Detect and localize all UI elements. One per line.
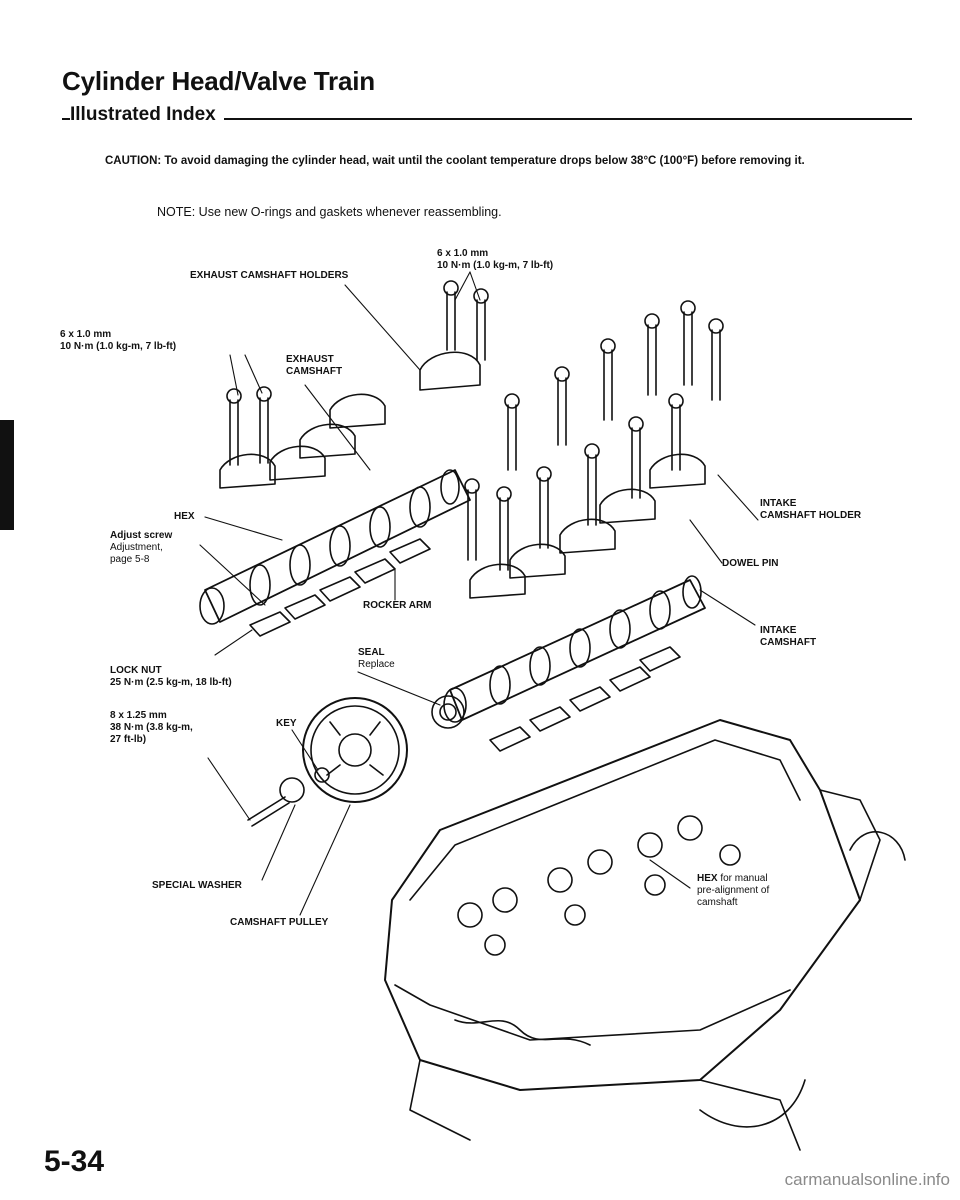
watermark: carmanualsonline.info xyxy=(784,1170,950,1189)
heading-rule xyxy=(62,118,912,120)
callout-lock-nut: LOCK NUT 25 N·m (2.5 kg-m, 18 lb-ft) xyxy=(110,665,232,689)
callout-bolt-left-size: 6 x 1.0 mm xyxy=(60,329,112,340)
callout-lock-nut-l1: LOCK NUT xyxy=(110,665,162,676)
page-number: 5-34 xyxy=(44,1145,105,1178)
camshaft-holders-illustration xyxy=(219,351,706,599)
section-subtitle: Illustrated Index xyxy=(70,104,224,126)
callout-hex-manual-l2: pre-alignment of xyxy=(697,885,770,896)
callout-seal-l1: SEAL xyxy=(358,647,385,658)
leader-lines xyxy=(199,271,759,916)
callout-hex-text: HEX xyxy=(174,511,195,522)
callout-hex-manual-bold: HEX xyxy=(697,873,718,884)
callout-hex-manual: HEX for manual pre-alignment of camshaft xyxy=(697,873,769,909)
callout-dowel-pin: DOWEL PIN xyxy=(722,558,778,570)
callout-intake-camshaft: INTAKE CAMSHAFT xyxy=(760,625,816,649)
callout-intake-camshaft-l1: INTAKE xyxy=(760,625,797,636)
callout-exhaust-camshaft-l2: CAMSHAFT xyxy=(286,366,343,377)
callout-adjust-screw: Adjust screw Adjustment, page 5-8 xyxy=(110,530,172,566)
callout-special-washer: SPECIAL WASHER xyxy=(152,880,242,892)
callout-pulley-bolt-l3: 27 ft-lb) xyxy=(110,734,147,745)
section-tab-marker xyxy=(0,420,14,530)
callout-seal-l2: Replace xyxy=(358,659,395,670)
callout-rocker-arm-text: ROCKER ARM xyxy=(363,600,432,611)
callout-hex: HEX xyxy=(174,511,195,523)
cylinder-head-illustration xyxy=(384,719,906,1151)
callout-exhaust-camshaft: EXHAUST CAMSHAFT xyxy=(286,354,342,378)
callout-hex-manual-l1: HEX for manual xyxy=(697,873,769,885)
callout-pulley-bolt: 8 x 1.25 mm 38 N·m (3.8 kg-m, 27 ft-lb) xyxy=(110,710,193,746)
callout-lock-nut-l2: 25 N·m (2.5 kg-m, 18 lb-ft) xyxy=(110,677,232,688)
camshaft-pulley-illustration xyxy=(247,695,465,827)
note-text: NOTE: Use new O-rings and gaskets whenev… xyxy=(157,205,502,219)
callout-bolt-top-size: 6 x 1.0 mm xyxy=(437,248,489,259)
callout-adjust-screw-l2: Adjustment, xyxy=(110,542,163,553)
bolts-illustration xyxy=(226,280,724,571)
callout-key-text: KEY xyxy=(276,718,297,729)
callout-bolt-left: 6 x 1.0 mm 10 N·m (1.0 kg-m, 7 lb-ft) xyxy=(60,329,176,353)
callout-intake-camshaft-l2: CAMSHAFT xyxy=(760,637,817,648)
callout-pulley-bolt-l1: 8 x 1.25 mm xyxy=(110,710,167,721)
callout-intake-holder-l2: CAMSHAFT HOLDER xyxy=(760,510,862,521)
exhaust-camshaft-illustration xyxy=(199,469,471,625)
caution-notice: CAUTION: To avoid damaging the cylinder … xyxy=(105,154,905,169)
callout-camshaft-pulley-text: CAMSHAFT PULLEY xyxy=(230,917,329,928)
caution-text: To avoid damaging the cylinder head, wai… xyxy=(164,155,805,167)
callout-special-washer-text: SPECIAL WASHER xyxy=(152,880,242,891)
callout-hex-manual-l3: camshaft xyxy=(697,897,738,908)
callout-dowel-pin-text: DOWEL PIN xyxy=(722,558,779,569)
rocker-arms-illustration xyxy=(249,538,681,752)
callout-rocker-arm: ROCKER ARM xyxy=(363,600,432,612)
callout-pulley-bolt-l2: 38 N·m (3.8 kg-m, xyxy=(110,722,193,733)
intake-camshaft-illustration xyxy=(443,575,706,723)
callout-intake-holder: INTAKE CAMSHAFT HOLDER xyxy=(760,498,861,522)
callout-bolt-top-torque: 10 N·m (1.0 kg-m, 7 lb-ft) xyxy=(437,260,554,271)
callout-adjust-screw-l1: Adjust screw xyxy=(110,530,173,541)
callout-bolt-left-torque: 10 N·m (1.0 kg-m, 7 lb-ft) xyxy=(60,341,177,352)
callout-key: KEY xyxy=(276,718,297,730)
callout-seal: SEAL Replace xyxy=(358,647,395,671)
callout-bolt-top: 6 x 1.0 mm 10 N·m (1.0 kg-m, 7 lb-ft) xyxy=(437,248,553,272)
page-title: Cylinder Head/Valve Train xyxy=(62,66,375,96)
section-heading: Illustrated Index xyxy=(62,104,912,130)
callout-exhaust-holders-text: EXHAUST CAMSHAFT HOLDERS xyxy=(190,270,349,281)
callout-hex-manual-l1-text: for manual xyxy=(717,873,768,884)
caution-label: CAUTION: xyxy=(105,155,162,167)
callout-camshaft-pulley: CAMSHAFT PULLEY xyxy=(230,917,328,929)
callout-intake-holder-l1: INTAKE xyxy=(760,498,797,509)
callout-exhaust-camshaft-l1: EXHAUST xyxy=(286,354,334,365)
callout-exhaust-holders: EXHAUST CAMSHAFT HOLDERS xyxy=(190,270,348,282)
callout-adjust-screw-l3: page 5-8 xyxy=(110,554,150,565)
